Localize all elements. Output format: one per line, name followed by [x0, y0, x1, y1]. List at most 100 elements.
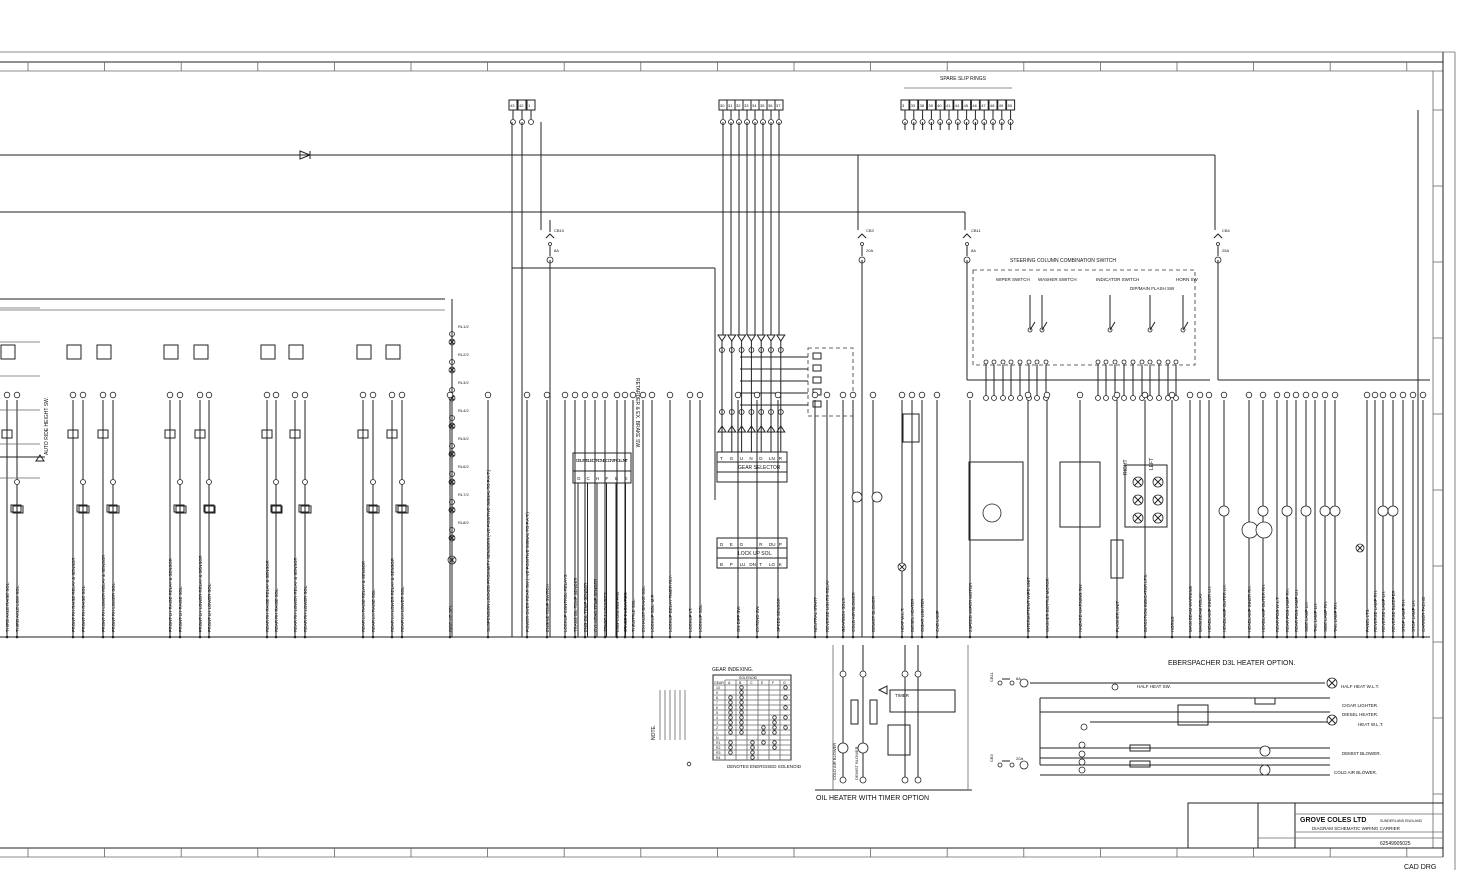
junction-dot — [968, 635, 972, 639]
relay-contact-box — [261, 429, 273, 439]
relay-sensor-box — [288, 344, 304, 360]
circuit-label: REAR FOG LAMP LH. — [1294, 589, 1299, 632]
slip-ring-number: 30 — [720, 103, 725, 108]
timer-box — [889, 689, 956, 713]
terminal-node — [196, 391, 204, 399]
junction-dot — [274, 635, 278, 639]
terminal-node — [1080, 723, 1088, 731]
slip-ring-number: 44 — [955, 103, 960, 108]
circuit-label: EXTEND SW. — [755, 605, 760, 632]
steering-column-switch-box — [972, 269, 1196, 366]
junction-dot — [583, 635, 587, 639]
energised-solenoid-marker — [739, 715, 744, 720]
terminal-node — [1321, 391, 1329, 399]
slip-ring-number: 32 — [736, 103, 741, 108]
slip-ring-number: 1 — [528, 103, 531, 108]
terminal-node — [1205, 391, 1213, 399]
lamp-cross — [1134, 478, 1142, 486]
terminal-node — [291, 391, 299, 399]
switch-blade — [1029, 321, 1036, 331]
motor-icon — [857, 742, 869, 754]
junction-dot — [1304, 635, 1308, 639]
terminal-node — [109, 391, 117, 399]
circuit-label: STOP LAMP LH. — [1411, 600, 1416, 632]
switch-terminal — [1034, 359, 1040, 365]
junction-dot — [563, 635, 567, 639]
drawing-frame — [0, 51, 1456, 870]
circuit-label: INTERMITTENT WIPE UNIT — [1026, 577, 1031, 632]
ecu-box — [572, 452, 632, 484]
junction-dot — [1261, 635, 1265, 639]
junction-dot — [650, 635, 654, 639]
terminal-node — [1043, 391, 1051, 399]
eb-cb-top-rating: 8A — [1016, 676, 1021, 681]
blower-motor-icon — [851, 491, 863, 503]
switch-terminal — [1173, 359, 1179, 365]
terminal-node — [965, 242, 969, 246]
energised-solenoid-marker — [739, 695, 744, 700]
gear-table-column: A — [728, 681, 731, 685]
circuit-label: REAR FOG LAMP RH. — [1285, 588, 1290, 632]
relay-label: RL1/2 — [458, 324, 469, 329]
terminal-node — [1216, 242, 1220, 246]
circuit-label: CAB LAMP — [935, 610, 940, 632]
relay-coil — [812, 364, 822, 372]
diode-icon — [299, 150, 312, 160]
lamp-cross — [1134, 514, 1142, 522]
terminal-node — [80, 479, 86, 485]
relay-sensor-box — [260, 344, 276, 360]
relay-contact-box — [97, 429, 109, 439]
junction-dot — [1391, 635, 1395, 639]
terminal-node — [1095, 395, 1101, 401]
circuit-label: GEARBOX SOLS. — [841, 597, 846, 632]
terminal-node — [543, 391, 551, 399]
gear-table-gear: 1 — [716, 731, 718, 735]
cigar-lighter-label: CIGAR LIGHTER. — [1342, 703, 1378, 708]
slip-ring-number: 33 — [744, 103, 749, 108]
terminal-node — [398, 391, 406, 399]
terminal-node — [869, 391, 877, 399]
junction-dot — [448, 635, 452, 639]
slip-ring-number: 50 — [1008, 103, 1013, 108]
energised-solenoid-marker — [772, 720, 777, 725]
circuit-label: POWER OVER REAR SW.(+VE POSITIVE SIGNAL … — [525, 512, 530, 632]
terminal-node — [69, 391, 77, 399]
slip-ring-number: 47 — [981, 103, 986, 108]
terminal-node — [359, 391, 367, 399]
switch-terminal — [1121, 359, 1127, 365]
cold-air-blower-label: COLD AIR BLOWER. — [1334, 770, 1377, 775]
slip-ring-number: 48 — [990, 103, 995, 108]
diode-icon — [736, 334, 747, 342]
circuit-label: SIDE LAMP LH. — [1304, 601, 1309, 632]
terminal-node — [166, 391, 174, 399]
junction-dot — [615, 635, 619, 639]
junction-dot — [1421, 635, 1425, 639]
lockup-pin: R — [759, 542, 763, 547]
junction-dot — [71, 635, 75, 639]
terminal-node — [176, 391, 184, 399]
junction-dot — [168, 635, 172, 639]
circuit-label: FLASHER UNIT — [1115, 601, 1120, 632]
breaker-rating: 25A — [1222, 248, 1229, 253]
gear-selector-label: GEAR SELECTOR — [738, 465, 781, 471]
slip-ring-number: 42 — [519, 103, 524, 108]
circuit-label: SPEED SENSOR — [776, 598, 781, 632]
lockup-pin: DN — [749, 562, 756, 567]
switch-terminal — [1026, 359, 1032, 365]
circuit-label: FRONT RH LOWER SOL. — [111, 582, 116, 632]
auto-ride-height-label: AUTO RIDE HEIGHT SW. — [44, 397, 50, 455]
terminal-node — [601, 391, 609, 399]
slip-ring-number: 35 — [760, 103, 765, 108]
energised-solenoid-marker — [728, 695, 733, 700]
demist-blower-label: DEMIST BLOWER. — [1342, 751, 1381, 756]
terminal-node — [370, 479, 376, 485]
heat-relay-box — [902, 413, 920, 443]
junction-dot — [668, 635, 672, 639]
circuit-label: LOCKUP SOL. M.F. — [650, 594, 655, 632]
terminal-node — [205, 391, 213, 399]
terminal-node — [1311, 391, 1319, 399]
gear-selector-pin: G — [730, 456, 734, 461]
circuit-label: DEMIST BLOWER — [871, 596, 876, 632]
